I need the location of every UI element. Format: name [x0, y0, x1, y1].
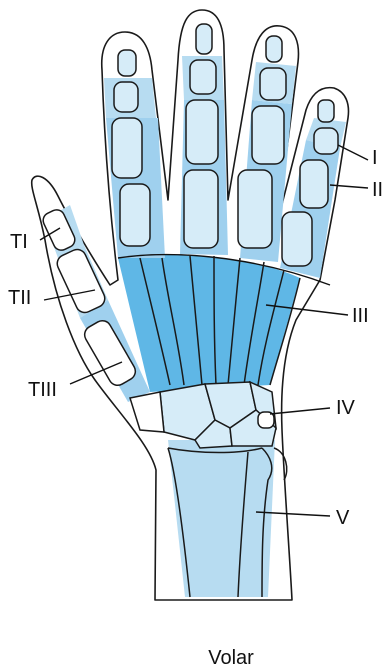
label-zone-tii: TII — [8, 287, 31, 309]
label-zone-tiii: TIII — [28, 379, 57, 401]
label-zone-ii: II — [372, 179, 383, 201]
label-zone-v: V — [336, 507, 350, 529]
caption-volar: Volar — [208, 647, 254, 669]
label-zone-ti: TI — [10, 231, 28, 253]
zone-iii-fill — [118, 254, 300, 392]
label-zone-iv: IV — [336, 397, 356, 419]
zone-v-fill — [168, 440, 275, 597]
label-zone-i: I — [372, 147, 378, 169]
label-zone-iii: III — [352, 305, 369, 327]
